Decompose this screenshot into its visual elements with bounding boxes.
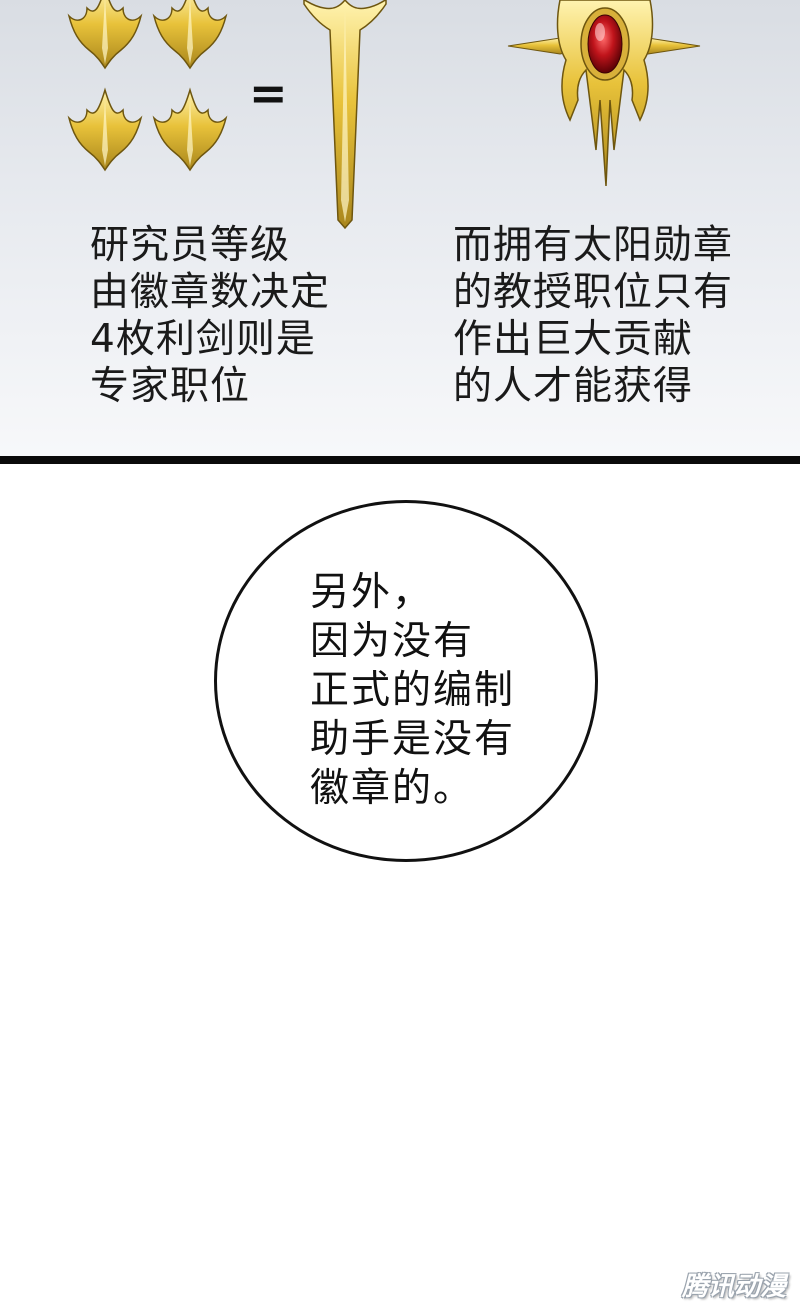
caption-line: 4枚利剑则是 bbox=[90, 317, 316, 362]
speech-bubble-text: 另外， 因为没有 正式的编制 助手是没有 徽章的。 bbox=[310, 568, 515, 813]
sword-icon bbox=[303, 0, 387, 230]
sword-badge-icon bbox=[68, 0, 227, 171]
bubble-line: 因为没有 bbox=[310, 619, 475, 664]
panel-divider bbox=[0, 456, 800, 464]
speech-bubble bbox=[214, 500, 598, 862]
bubble-line: 徽章的。 bbox=[310, 766, 475, 811]
rank-caption: 研究员等级 由徽章数决定 4枚利剑则是 专家职位 bbox=[90, 222, 330, 410]
equals-sign: = bbox=[249, 66, 288, 120]
caption-line: 而拥有太阳勋章 bbox=[453, 223, 734, 268]
bubble-line: 正式的编制 bbox=[310, 668, 516, 713]
watermark-logo: 腾讯动漫 bbox=[681, 1272, 786, 1302]
caption-line: 专家职位 bbox=[90, 364, 251, 409]
caption-line: 由徽章数决定 bbox=[90, 270, 331, 315]
caption-line: 的教授职位只有 bbox=[453, 270, 734, 315]
caption-line: 作出巨大贡献 bbox=[453, 317, 694, 362]
badge-illustration bbox=[68, 0, 701, 230]
professor-caption: 而拥有太阳勋章 的教授职位只有 作出巨大贡献 的人才能获得 bbox=[453, 222, 733, 410]
caption-line: 的人才能获得 bbox=[453, 364, 694, 409]
top-panel bbox=[0, 0, 800, 456]
bubble-line: 助手是没有 bbox=[310, 717, 516, 762]
bubble-line: 另外， bbox=[310, 570, 434, 615]
caption-line: 研究员等级 bbox=[90, 223, 291, 268]
sun-medal-icon bbox=[507, 0, 701, 187]
